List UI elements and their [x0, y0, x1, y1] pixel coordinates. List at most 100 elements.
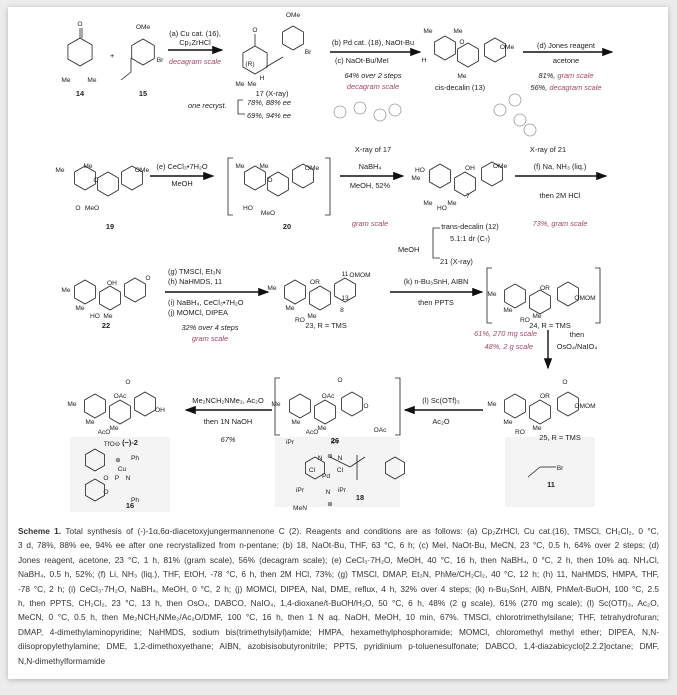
xray-atom [353, 101, 367, 115]
atom-label-c17: Me [235, 81, 244, 88]
atom-label-c23: 13 [341, 295, 349, 302]
ring [74, 279, 96, 305]
atom-label-c19: Me [83, 163, 92, 170]
xray-17-label: X-ray of 17 [355, 145, 391, 154]
atom-label-c20: MeO [261, 210, 275, 217]
bond [120, 71, 132, 81]
atom-label-c16: N [126, 475, 131, 482]
xray-atom [493, 103, 507, 117]
atom-label-c2: Me [67, 401, 76, 408]
atom-label-c26: OAc [322, 393, 336, 400]
ring [314, 399, 336, 425]
atom-label-c24: OR [540, 285, 550, 292]
dr-meoh: MeOH [398, 245, 419, 254]
ring [109, 399, 131, 425]
step-l-reagent: Ac₂O [432, 417, 449, 426]
atom-label-c16: O [103, 475, 108, 482]
step-a-line1: (a) Cu cat. (16), [169, 29, 221, 38]
atom-label-c15: OMe [136, 24, 151, 31]
atom-label-c12: 7 [466, 193, 470, 200]
step-bc-scale: decagram scale [347, 82, 399, 91]
step-nabh4-scale: gram scale [352, 219, 388, 228]
bracket [486, 267, 492, 324]
atom-label-c16: Cu [118, 466, 127, 473]
bracket [325, 157, 331, 216]
atom-label-c18: iPr [331, 439, 340, 446]
caption-line: Scheme 1. Total synthesis of (-)-1α,6α-d… [18, 526, 659, 536]
step-k-then: then PPTS [418, 298, 454, 307]
step-k-line: (k) n-Bu₃SnH, AIBN [404, 277, 469, 286]
ring [429, 163, 451, 189]
atom-label-c24: Me [532, 313, 541, 320]
atom-label-c25: RO [515, 429, 525, 436]
atom-label-c18: N [326, 489, 331, 496]
ring [131, 38, 155, 66]
ring [121, 165, 143, 191]
atom-label-c14: O [77, 21, 82, 28]
compound-label-18: 18 [356, 493, 364, 502]
atom-label-c2: Me [109, 425, 118, 432]
compound-label-23: 23, R = TMS [305, 321, 347, 330]
atom-label-c18: iPr [338, 487, 347, 494]
caption-line: 3 d, 78%, 88% ee, 94% ee after one recry… [18, 540, 659, 551]
compound-label-22: 22 [102, 321, 110, 330]
atom-label-c13: Me [457, 73, 466, 80]
atom-label-c19: MeO [85, 205, 99, 212]
atom-label-c13: O [459, 39, 464, 46]
ring [282, 25, 304, 51]
bond [265, 56, 284, 68]
ring [292, 163, 314, 189]
caption-line: h, then PPTS, CH₂Cl₂, 23 °C, 13 h, then … [18, 598, 659, 608]
atom-label-c22: Me [61, 287, 70, 294]
ring [529, 289, 551, 315]
step-j-line: (j) MOMCl, DIPEA [168, 308, 228, 317]
caption-line: DMAP, 4-dimethylaminopyridine; NaHMDS, s… [18, 626, 659, 637]
dr-bracket [432, 227, 440, 259]
reagent-11-box [505, 437, 595, 507]
os-yield-2: 48%, 2 g scale [485, 342, 533, 351]
atom-label-c25: Me [487, 401, 496, 408]
ring [341, 391, 363, 417]
bond [349, 456, 366, 468]
atom-label-c17: Br [305, 49, 312, 56]
caption-line: Jones reagent, acetone, 23 °C, 1 h, 81% … [18, 554, 659, 565]
atom-label-c26: O [363, 403, 368, 410]
atom-label-c18: iPr [286, 439, 295, 446]
step-m-yield: 67% [221, 435, 236, 444]
ring [124, 277, 146, 303]
ring [385, 456, 405, 480]
dr-product-21: 21 (X-ray) [440, 257, 473, 266]
atom-label-c20: HO [243, 205, 253, 212]
ring [289, 393, 311, 419]
ring [557, 391, 579, 417]
reaction-arrows [150, 45, 614, 415]
atom-label-c25: Me [532, 425, 541, 432]
atom-label-c18: Cl [337, 467, 344, 474]
dr-ratio: 5.1:1 dr (C₇) [450, 234, 490, 243]
atom-label-c22: HO [90, 313, 100, 320]
step-f-line: (f) Na, NH₃ (liq.) [534, 162, 587, 171]
atom-label-c23: Me [307, 313, 316, 320]
atom-label-c16: Ph [131, 497, 139, 504]
atom-label-c2: O [125, 379, 130, 386]
structure-bonds [67, 25, 601, 502]
step-g-line: (g) TMSCl, Et₃N [168, 267, 221, 276]
atom-label-c25: O [562, 379, 567, 386]
atom-label-c14: Me [87, 77, 96, 84]
ring [284, 279, 306, 305]
os-reagent: OsO₄/NaIO₄ [557, 342, 598, 351]
step-m-then: then 1N NaOH [204, 417, 252, 426]
atom-label-c12: Me [411, 175, 420, 182]
atom-label-c11: Br [557, 465, 564, 472]
atom-label-c25: OR [540, 393, 550, 400]
ring [529, 399, 551, 425]
atom-label-c16: ⊕ [115, 457, 121, 464]
atom-label-c2: Me [85, 419, 94, 426]
caption-line: NaBH₄, 0.5 h, 52%; (f) Li, NH₃ (liq.), T… [18, 569, 659, 580]
ring [334, 277, 356, 303]
atom-label-c23: Me [285, 305, 294, 312]
step-gj-yield: 32% over 4 steps [181, 323, 238, 332]
atom-label-c22: O [145, 275, 150, 282]
atom-label-c26: Me [317, 425, 326, 432]
step-i-line: (i) NaBH₄, CeCl₃•7H₂O [168, 298, 244, 307]
